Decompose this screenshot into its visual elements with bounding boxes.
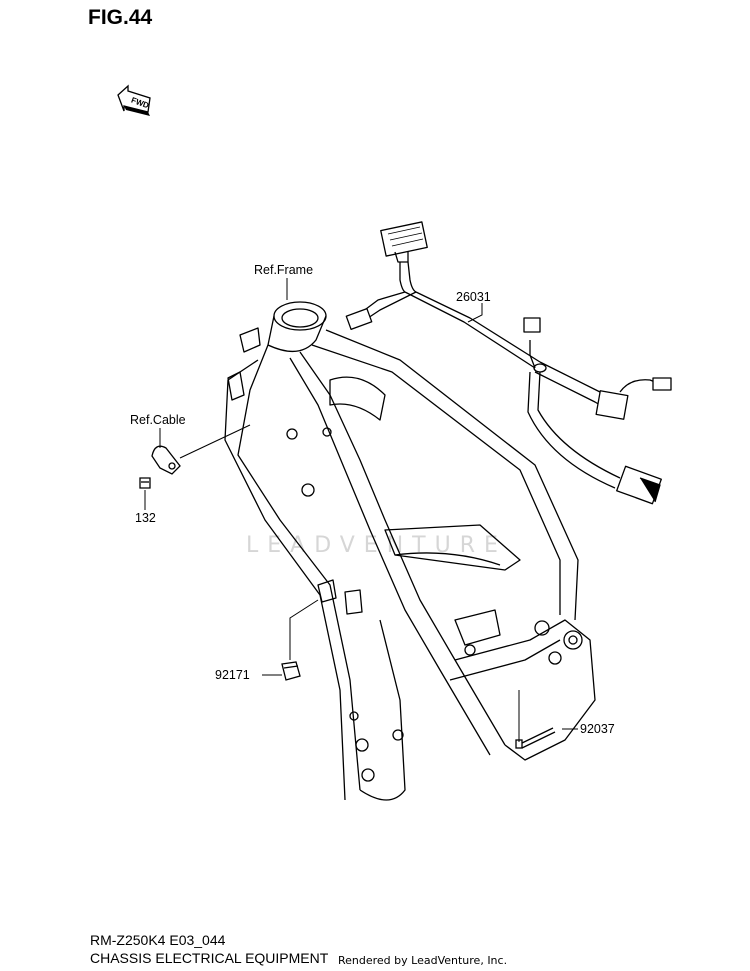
- model-code: RM-Z250K4 E03_044: [90, 932, 226, 948]
- diagram-caption: CHASSIS ELECTRICAL EQUIPMENT: [90, 950, 329, 966]
- leader-ref-cable-frame: [179, 424, 251, 459]
- credit-text: Rendered by LeadVenture, Inc.: [338, 954, 508, 967]
- fwd-arrow-icon: FWD: [117, 84, 151, 116]
- frame-drawing: [224, 301, 596, 801]
- label-part-92171[interactable]: 92171: [215, 668, 250, 682]
- cable-clamp-drawing: [139, 445, 181, 489]
- label-part-26031[interactable]: 26031: [456, 290, 491, 304]
- leader-26031: [467, 303, 483, 323]
- clamp-92171-drawing: [281, 661, 301, 681]
- leader-92171-frame: [289, 599, 319, 660]
- figure-title: FIG.44: [88, 6, 153, 29]
- label-part-92037[interactable]: 92037: [580, 722, 615, 736]
- leader-lines: [144, 278, 578, 742]
- wiring-harness-26031: [345, 221, 672, 505]
- band-92037-drawing: [515, 727, 556, 749]
- label-part-132[interactable]: 132: [135, 511, 156, 525]
- watermark-text: LEADVENTURE: [246, 533, 507, 558]
- label-ref-frame: Ref.Frame: [254, 263, 314, 277]
- label-ref-cable: Ref.Cable: [130, 413, 186, 427]
